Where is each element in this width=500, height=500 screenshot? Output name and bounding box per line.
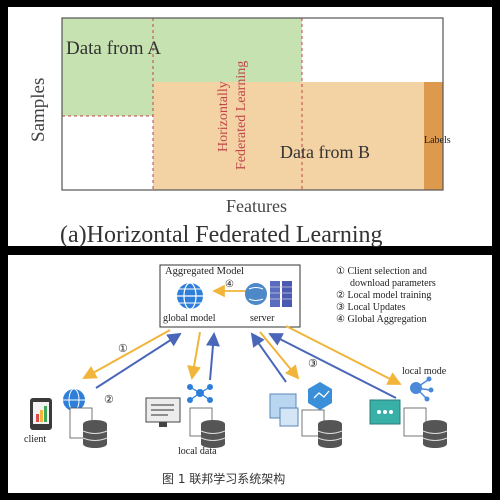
- legend-item-2: ② Local model training: [336, 290, 432, 301]
- labels-label: Labels: [424, 135, 451, 146]
- panel-separator: [0, 246, 500, 255]
- step4-label: ④: [225, 279, 234, 290]
- arrow-label-1: ①: [118, 343, 128, 355]
- client4-database-icon: [422, 420, 448, 448]
- server-label: server: [250, 313, 275, 324]
- top-border: [0, 0, 500, 7]
- legend-item-1: ① Client selection and: [336, 266, 427, 277]
- client-label: client: [24, 434, 47, 445]
- data-b-label: Data from B: [280, 142, 370, 162]
- client4-ai-icon: [410, 376, 434, 402]
- client3-cube-icon: [308, 382, 332, 410]
- download-arrow-client1: [82, 329, 171, 379]
- x-axis-label: Features: [226, 196, 287, 216]
- client4-group: [369, 376, 448, 448]
- client2-group: [145, 384, 226, 448]
- arrow-label-3: ③: [308, 358, 318, 370]
- arrow-label-2: ②: [104, 394, 114, 406]
- download-arrow-client4: [285, 325, 402, 385]
- global-model-icon: [177, 282, 203, 310]
- download-arrow-client2: [187, 331, 201, 380]
- bottom-border: [0, 493, 500, 500]
- local-data-label: local data: [178, 446, 217, 457]
- client3-group: [269, 382, 343, 448]
- client1-group: [30, 388, 108, 448]
- upload-arrow-client1: [95, 332, 182, 389]
- local-mode-label: local mode: [402, 366, 447, 377]
- region-data-b: [153, 82, 443, 190]
- data-a-label: Data from A: [66, 38, 161, 59]
- figure-caption: 图 1 联邦学习系统架构: [162, 472, 286, 486]
- upload-arrow-client4: [268, 333, 397, 399]
- legend-item-1b: download parameters: [350, 278, 436, 289]
- global-model-label: global model: [163, 313, 216, 324]
- region-labels: [424, 82, 443, 190]
- upload-arrow-client3: [250, 332, 287, 383]
- server-icon: [245, 281, 292, 307]
- communication-arrows: [82, 325, 402, 399]
- client1-database-icon: [82, 420, 108, 448]
- client2-database-icon: [200, 420, 226, 448]
- legend-item-3: ③ Local Updates: [336, 302, 406, 313]
- download-arrow-client3: [259, 331, 300, 380]
- legend-item-4: ④ Global Aggregation: [336, 314, 427, 325]
- client2-network-icon: [187, 384, 213, 403]
- client3-database-icon: [317, 420, 343, 448]
- upload-arrow-client2: [205, 332, 220, 381]
- axes-box: [61, 17, 444, 191]
- panel-a-caption: (a)Horizontal Federated Learning: [60, 222, 383, 248]
- panel-a-graphic: [61, 17, 444, 191]
- aggregated-model-title: Aggregated Model: [165, 266, 245, 277]
